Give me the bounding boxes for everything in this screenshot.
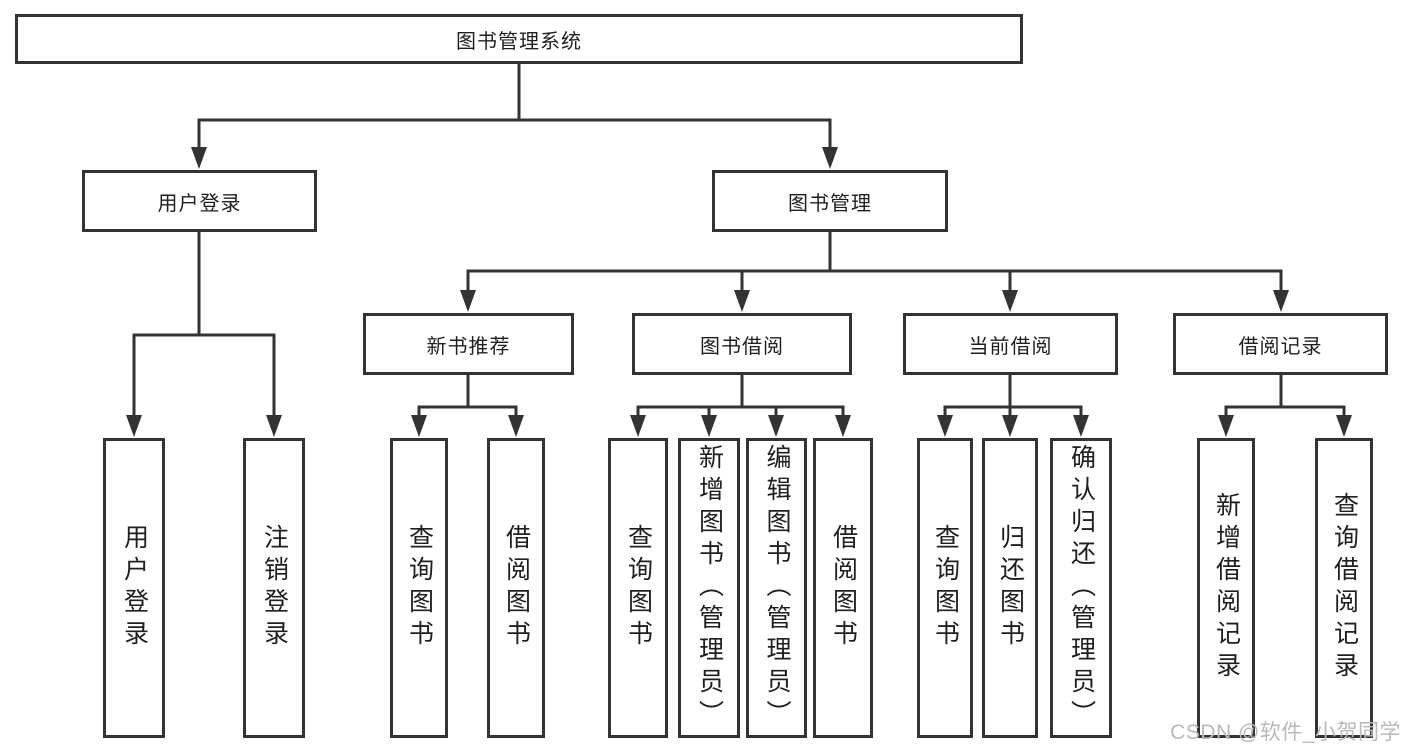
node-user-login: 用户登录 [82,170,317,232]
leaf-add-books-admin-label: 新增图书（管理员） [695,444,724,732]
leaf-return-books: 归还图书 [982,438,1038,738]
leaf-recommend-borrow-books-label: 借阅图书 [502,524,531,652]
arrowheads [126,147,1352,437]
connector-path [132,64,1346,418]
leaf-borrow-borrow-books-label: 借阅图书 [829,524,858,652]
leaf-borrow-query-books: 查询图书 [608,438,668,738]
leaf-recommend-query-books-label: 查询图书 [405,524,434,652]
leaf-add-borrow-record-label: 新增借阅记录 [1212,492,1241,684]
node-borrow-records-label: 借阅记录 [1238,335,1323,358]
leaf-current-query-books: 查询图书 [917,438,973,738]
node-root: 图书管理系统 [15,14,1023,64]
leaf-user-login-label: 用户登录 [120,524,149,652]
node-book-borrow: 图书借阅 [632,313,852,375]
leaf-query-borrow-record-label: 查询借阅记录 [1330,492,1359,684]
leaf-logout-label: 注销登录 [260,524,289,652]
node-borrow-records: 借阅记录 [1173,313,1388,375]
node-book-management: 图书管理 [712,170,948,232]
leaf-query-borrow-record: 查询借阅记录 [1315,438,1373,738]
watermark: CSDN @软件_小贺同学 [1170,721,1401,744]
leaf-confirm-return-admin: 确认归还（管理员） [1050,438,1112,738]
leaf-add-borrow-record: 新增借阅记录 [1197,438,1255,738]
leaf-recommend-query-books: 查询图书 [390,438,448,738]
node-new-book-recommend: 新书推荐 [363,313,574,375]
leaf-logout: 注销登录 [243,438,305,738]
leaf-borrow-borrow-books: 借阅图书 [813,438,873,738]
node-current-borrow: 当前借阅 [903,313,1118,375]
leaf-borrow-query-books-label: 查询图书 [624,524,653,652]
leaf-user-login: 用户登录 [103,438,165,738]
leaf-edit-books-admin-label: 编辑图书（管理员） [763,444,791,732]
leaf-add-books-admin: 新增图书（管理员） [678,438,740,738]
node-root-label: 图书管理系统 [456,30,582,53]
leaf-current-query-books-label: 查询图书 [931,524,960,652]
leaf-recommend-borrow-books: 借阅图书 [487,438,545,738]
node-book-borrow-label: 图书借阅 [700,335,784,358]
node-new-book-recommend-label: 新书推荐 [426,335,511,358]
node-current-borrow-label: 当前借阅 [968,335,1053,358]
leaf-return-books-label: 归还图书 [996,524,1025,652]
node-user-login-label: 用户登录 [157,192,242,215]
leaf-edit-books-admin: 编辑图书（管理员） [746,438,807,738]
node-book-management-label: 图书管理 [788,192,872,215]
leaf-confirm-return-admin-label: 确认归还（管理员） [1067,444,1096,732]
